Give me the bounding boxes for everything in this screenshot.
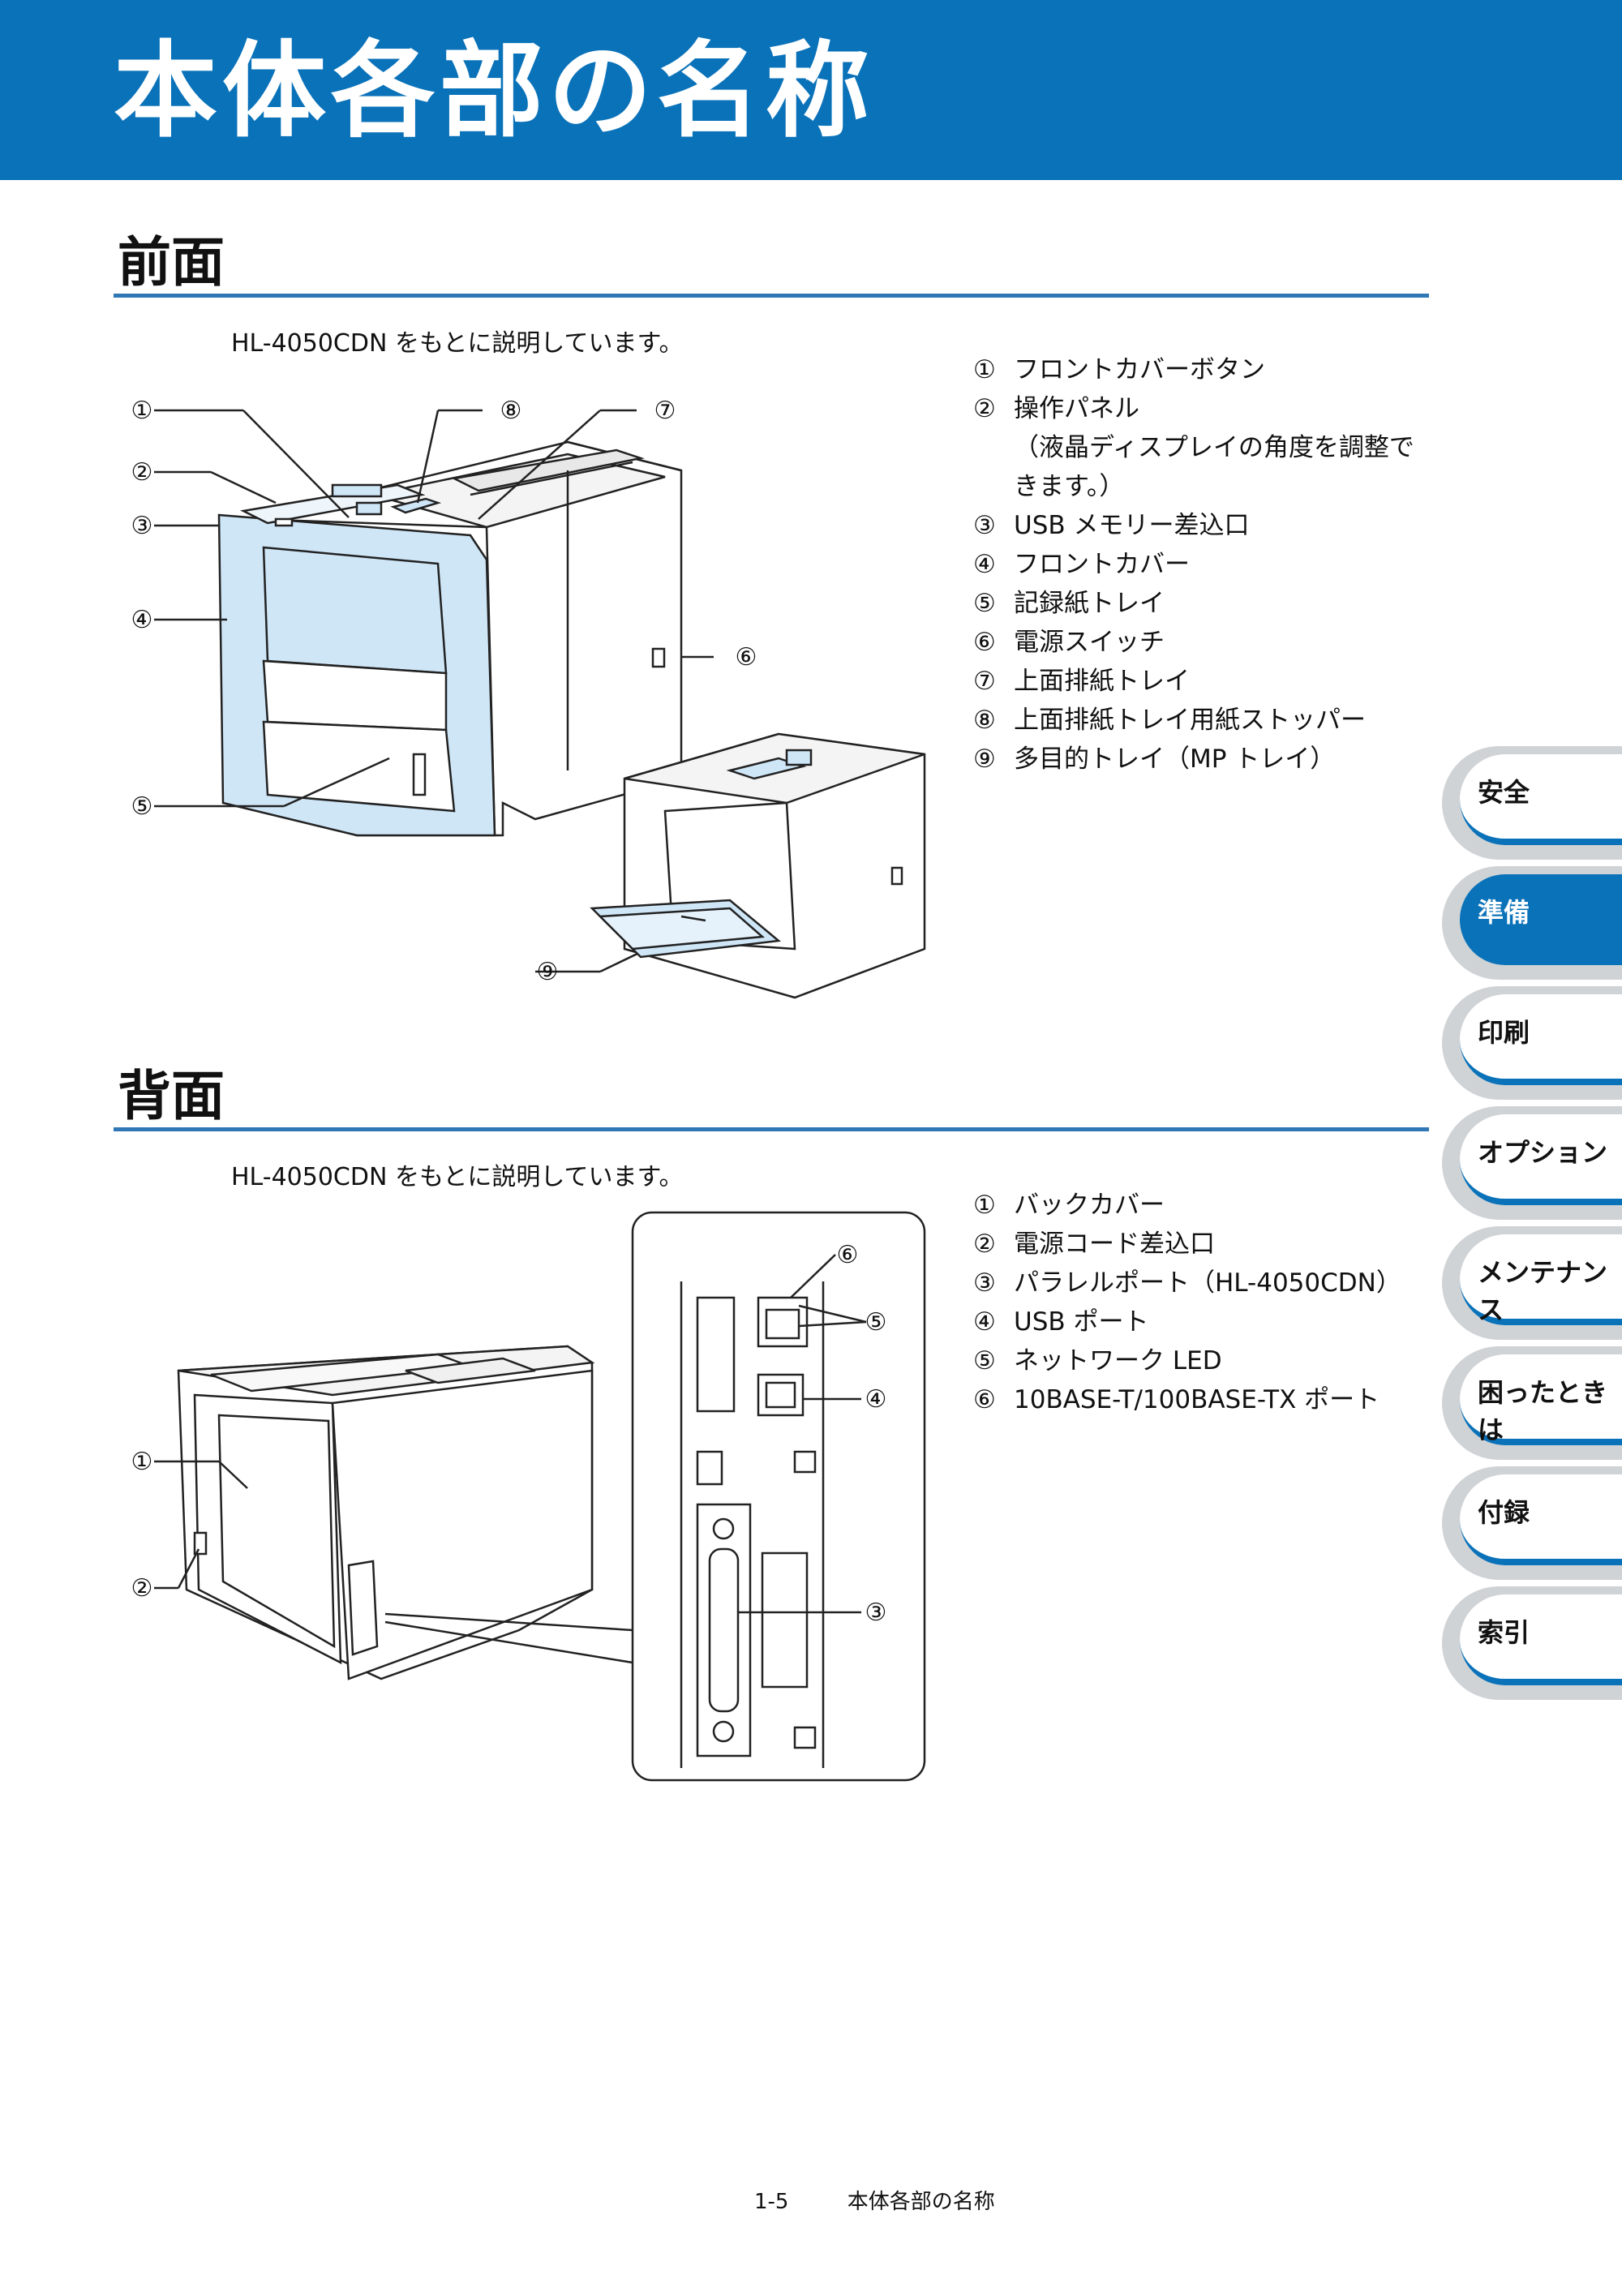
callout-label: ① [131, 1448, 153, 1476]
front-divider [114, 294, 1429, 298]
tab-printing[interactable]: 印刷 [1442, 986, 1622, 1100]
callout-label: ⑤ [865, 1308, 887, 1337]
page-title: 本体各部の名称 [114, 31, 875, 152]
title-banner: 本体各部の名称 [0, 0, 1622, 180]
callout-label: ④ [131, 606, 153, 634]
tab-index[interactable]: 索引 [1442, 1586, 1622, 1700]
callout-label: ⑥ [736, 643, 757, 672]
callout-label: ② [131, 458, 153, 487]
back-printer-illustration: ① ② ③ ④ ⑤ ⑥ [131, 1211, 926, 1782]
callout-label: ② [131, 1574, 153, 1603]
tab-options[interactable]: オプション [1442, 1106, 1622, 1220]
page-footer: 1-5 本体各部の名称 [754, 2185, 995, 2215]
page-number: 1-5 [754, 2190, 789, 2214]
tab-maintenance[interactable]: メンテナンス [1442, 1226, 1622, 1340]
callout-label: ⑥ [837, 1241, 859, 1269]
callout-label: ④ [865, 1385, 887, 1414]
tab-label: 安全 [1478, 777, 1530, 808]
footer-title: 本体各部の名称 [847, 2190, 995, 2214]
callout-label: ③ [865, 1599, 887, 1627]
callout-label: ⑤ [131, 792, 153, 821]
tab-setup[interactable]: 準備 [1442, 866, 1622, 980]
back-intro: HL-4050CDN をもとに説明しています。 [231, 1163, 684, 1191]
tab-label: オプション [1478, 1137, 1608, 1168]
tab-troubleshooting[interactable]: 困ったときは [1442, 1346, 1622, 1460]
tab-label: 索引 [1478, 1617, 1530, 1648]
callout-label: ③ [131, 512, 153, 540]
tab-safety[interactable]: 安全 [1442, 746, 1622, 860]
tab-label: メンテナンス [1478, 1257, 1608, 1325]
tab-label: 印刷 [1478, 1017, 1530, 1048]
front-printer-illustration: ① ② ③ ④ ⑤ ⑥ ⑦ ⑧ ⑨ [131, 397, 926, 999]
back-divider [114, 1127, 1429, 1131]
tab-label: 困ったときは [1478, 1377, 1608, 1445]
tab-label: 付録 [1478, 1497, 1530, 1528]
back-heading: 背面 [118, 1065, 225, 1127]
callout-label: ⑧ [500, 397, 522, 425]
tab-label: 準備 [1478, 897, 1530, 928]
callout-label: ⑨ [537, 958, 559, 986]
front-heading: 前面 [118, 231, 225, 294]
callout-label: ① [131, 397, 153, 425]
callout-label: ⑦ [654, 397, 676, 425]
front-intro: HL-4050CDN をもとに説明しています。 [231, 329, 684, 358]
tab-appendix[interactable]: 付録 [1442, 1466, 1622, 1580]
